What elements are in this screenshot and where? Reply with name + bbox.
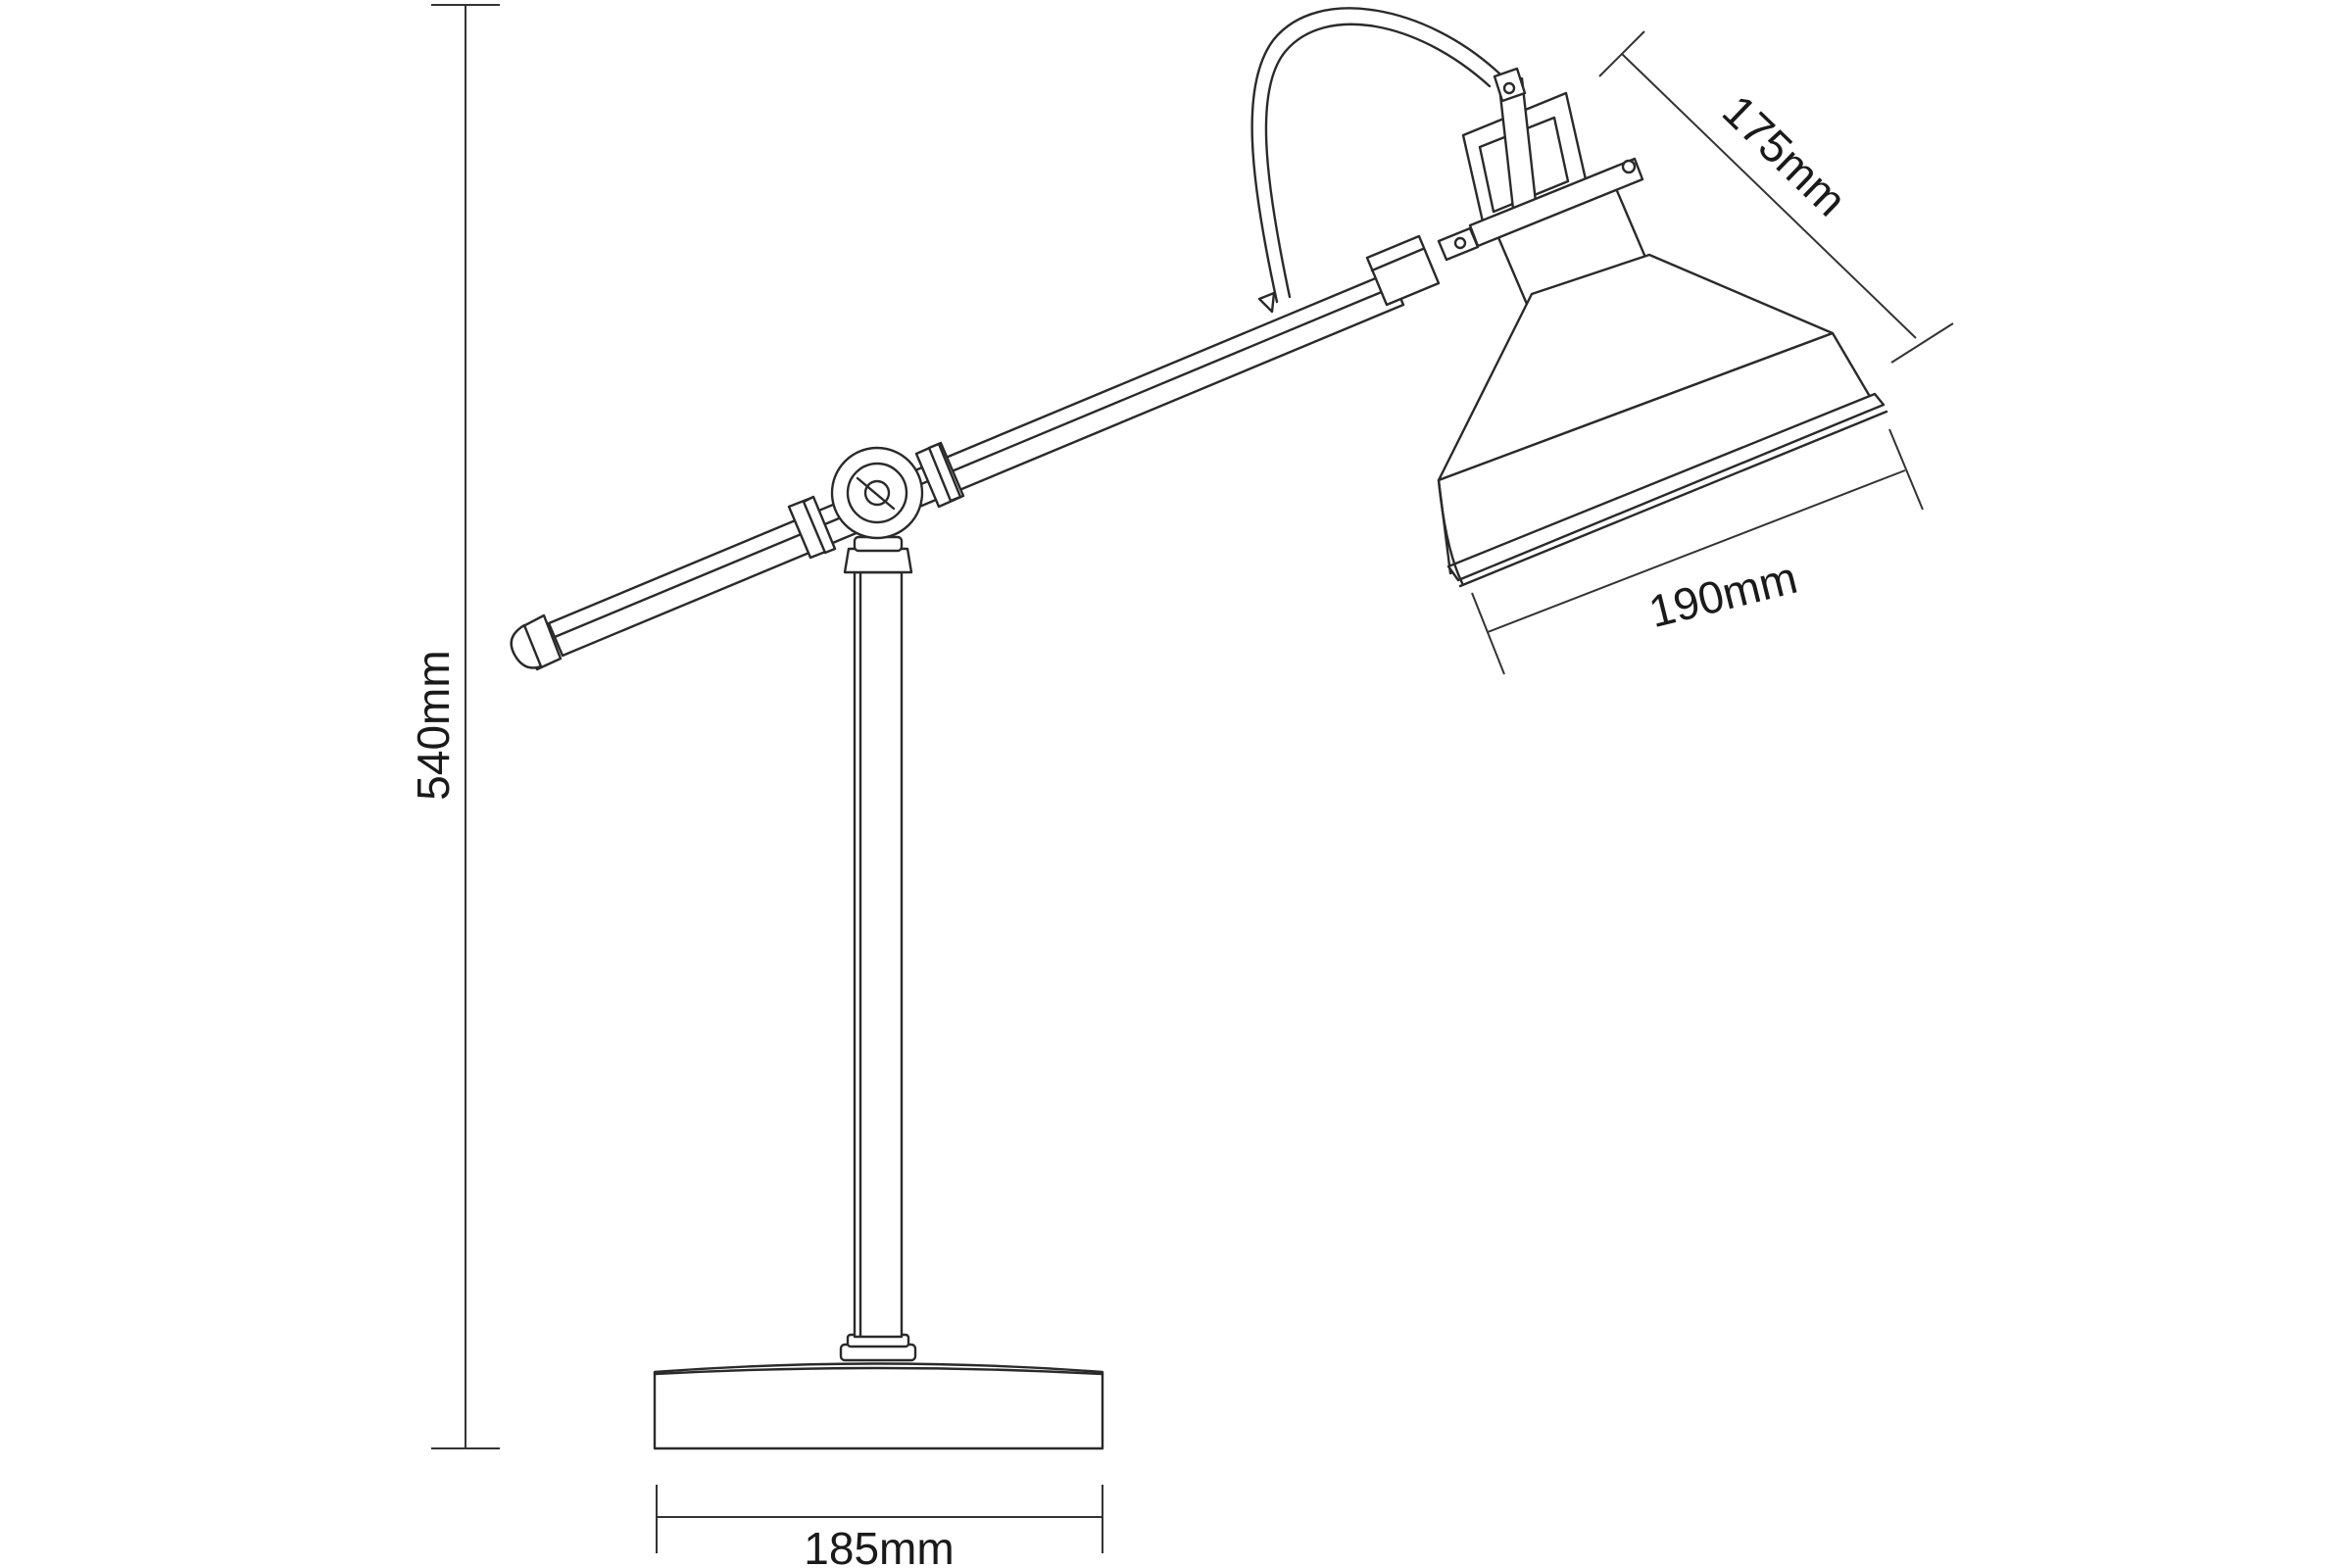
shade-width-label: 190mm	[1643, 552, 1801, 638]
height-dimension: 540mm	[408, 4, 500, 1449]
base-width-dimension: 185mm	[656, 1485, 1103, 1568]
shade-depth-label: 175mm	[1713, 85, 1856, 226]
lamp-arm	[510, 226, 1480, 671]
height-label: 540mm	[408, 650, 459, 800]
lamp-base	[653, 1333, 1104, 1450]
pivot-joint	[830, 446, 924, 540]
base-width-label: 185mm	[804, 1523, 954, 1568]
lamp-stem	[843, 535, 913, 1339]
power-cable	[1250, 7, 1501, 304]
lamp-shade	[1437, 67, 1888, 588]
